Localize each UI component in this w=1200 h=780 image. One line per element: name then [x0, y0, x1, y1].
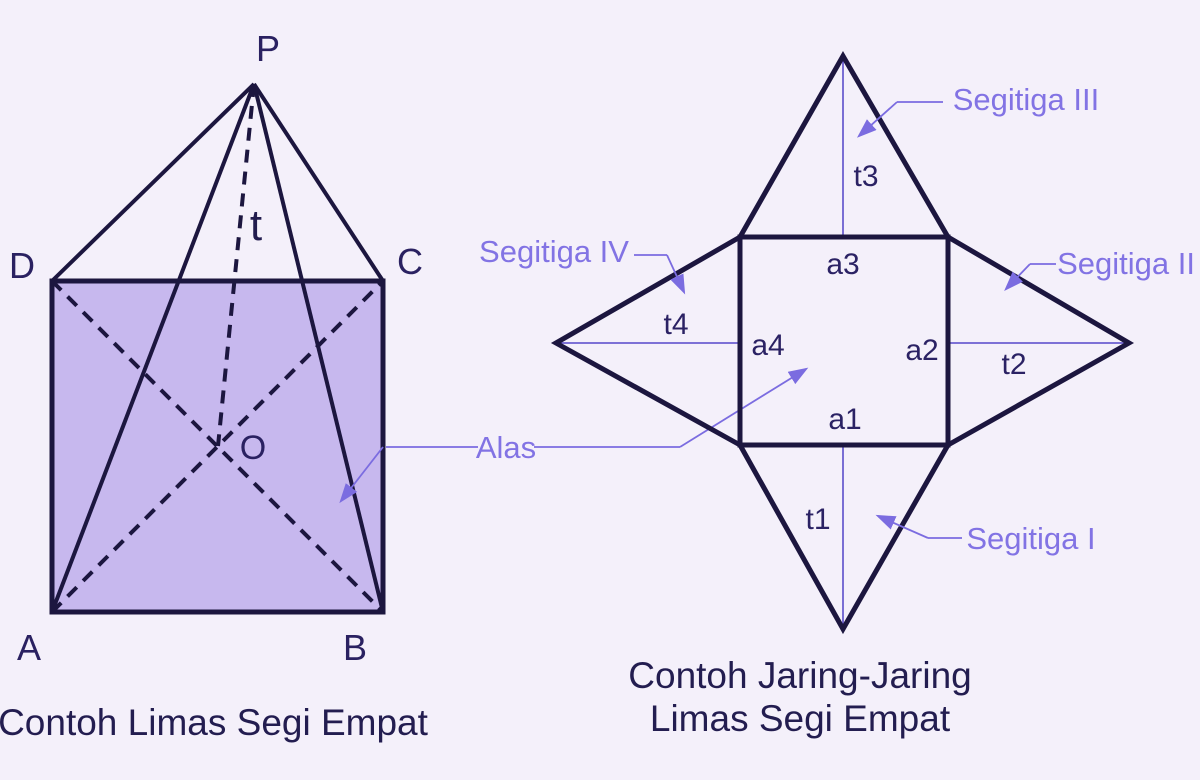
- net-caption-line2: Limas Segi Empat: [650, 698, 951, 739]
- segitiga-iii-label: Segitiga III: [953, 82, 1099, 117]
- net-a3-label: a3: [826, 248, 859, 281]
- net-a4-label: a4: [751, 329, 784, 362]
- pyramid-diagonal-ac: [50, 279, 385, 614]
- net-triangle-left-edges: [550, 234, 742, 448]
- pyramid-vertex-b-label: B: [343, 627, 367, 668]
- pyramid-base-outline: [49, 278, 386, 615]
- net-t2-label: t2: [1001, 348, 1026, 381]
- segitiga-i-arrow-icon: [875, 514, 929, 539]
- alas-arrow-to-pyramid-base-icon: [339, 446, 384, 504]
- net-t1-label: t1: [805, 503, 830, 536]
- net-a1-label: a1: [828, 403, 861, 436]
- pyramid-figure: P t D C A B O Contoh Limas Segi Empat: [0, 28, 429, 743]
- segitiga-ii-arrow-icon: [1004, 263, 1031, 291]
- pyramid-edge-pc: [252, 82, 385, 283]
- pyramid-height-label: t: [250, 201, 262, 250]
- segitiga-ii-label: Segitiga II: [1057, 246, 1195, 281]
- segitiga-iii-arrow-icon: [856, 101, 898, 138]
- net-figure: t3 a3 t4 a4 a2 t2 a1 t1 Segitiga III Seg…: [479, 50, 1195, 739]
- pyramid-vertex-c-label: C: [397, 241, 423, 282]
- segitiga-i-label: Segitiga I: [966, 521, 1095, 556]
- pyramid-vertex-d-label: D: [9, 245, 35, 286]
- net-triangle-bottom-edges: [737, 443, 951, 635]
- net-triangle-top-edges: [737, 50, 951, 239]
- segitiga-iv-arrow-icon: [666, 254, 686, 295]
- net-a2-label: a2: [905, 334, 938, 367]
- alas-callout-label: Alas: [476, 430, 536, 465]
- alas-arrow-to-net-base-icon: [679, 367, 809, 448]
- net-t3-label: t3: [853, 160, 878, 193]
- alas-callout: Alas: [339, 367, 809, 504]
- pyramid-edge-pa: [50, 83, 256, 613]
- pyramid-height-line: [216, 83, 256, 447]
- net-caption-line1: Contoh Jaring-Jaring: [628, 655, 971, 696]
- segitiga-iv-label: Segitiga IV: [479, 234, 629, 269]
- pyramid-center-o-label: O: [240, 429, 266, 467]
- pyramid-caption: Contoh Limas Segi Empat: [0, 702, 429, 743]
- pyramid-apex-label: P: [256, 28, 280, 69]
- pyramid-vertex-a-label: A: [17, 627, 41, 668]
- pyramid-diagonal-db: [50, 279, 385, 614]
- pyramid-edge-pd: [50, 82, 256, 283]
- pyramid-edge-pb: [252, 83, 385, 613]
- net-t4-label: t4: [663, 308, 688, 341]
- net-base-square: [737, 234, 951, 448]
